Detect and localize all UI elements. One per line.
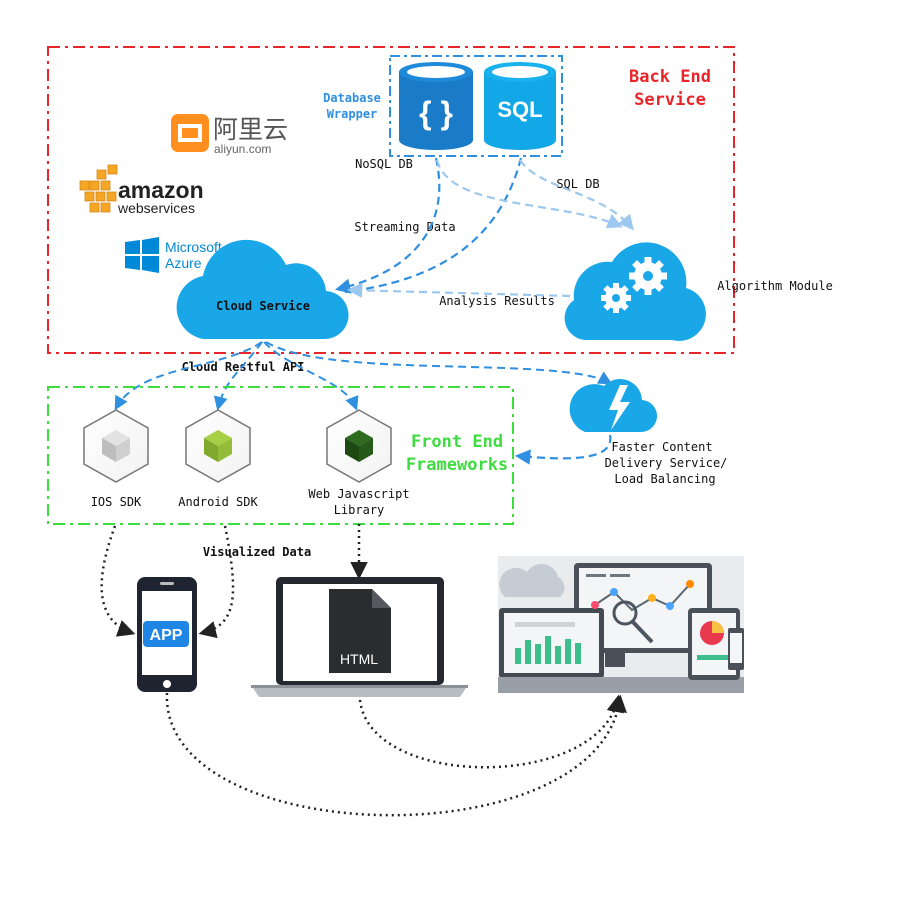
laptop-icon: HTML [251,577,468,697]
database-wrapper-label-line2: Wrapper [327,107,378,121]
arrow-phone-to-dashboard [165,692,627,817]
sql-db-label: SQL DB [556,177,599,191]
azure-wordmark: Azure [165,255,202,271]
frontend-title-line2: Frameworks [406,455,508,475]
arrow-nosql-to-cloud [334,157,441,294]
nosql-braces: { } [419,95,453,131]
arrow-analysis-results [346,282,571,299]
sql-db-icon: SQL [484,62,556,150]
database-wrapper-boundary [389,55,563,157]
app-label: APP [150,627,183,644]
aliyun-logo: 阿里云 aliyun.com [171,114,288,156]
algorithm-module-icon [564,242,706,341]
algorithm-module-label: Algorithm Module [717,279,833,293]
arrow-cdn-to-frontend [514,434,612,465]
arrow-api-to-cdn [265,341,613,385]
arrow-api-to-android [213,341,263,411]
arrow-api-to-web [263,341,359,411]
backend-title-line1: Back End [629,67,711,87]
database-wrapper-label-line1: Database [323,91,381,105]
visualized-data-label: Visualized Data [203,545,311,559]
analysis-results-label: Analysis Results [439,294,555,308]
amazon-web-services-logo: amazon webservices [79,164,204,216]
cloud-service-icon: Cloud Service [176,239,349,340]
web-javascript-library-icon [326,409,392,483]
mobile-phone-icon: APP [137,577,197,692]
cdn-label-line1: Faster Content [611,440,712,454]
android-sdk-icon [185,409,251,483]
android-sdk-label: Android SDK [178,495,258,509]
backend-title-line2: Service [634,90,706,110]
gear-icon [601,283,631,313]
web-library-label-line2: Library [334,503,385,517]
web-library-label-line1: Web Javascript [308,487,409,501]
dashboard-devices-illustration [498,556,744,693]
arrow-sql-to-cloud [344,157,523,294]
html-file-label: HTML [340,651,378,667]
app-icon[interactable] [143,621,189,647]
frontend-title-line1: Front End [411,432,503,452]
arrow-sql-to-algorithm [519,159,634,231]
streaming-data-label: Streaming Data [354,220,455,234]
backend-boundary [47,46,735,354]
microsoft-azure-logo: Microsoft Azure [125,237,222,273]
ios-sdk-label: IOS SDK [91,495,142,509]
cdn-label-line3: Load Balancing [614,472,715,486]
arrow-api-to-ios [114,341,263,411]
arrow-ios-to-phone [100,525,136,637]
aliyun-domain: aliyun.com [214,142,271,156]
cdn-cloud-icon [569,379,658,433]
frontend-boundary [47,386,514,525]
webservices-wordmark: webservices [117,200,195,216]
arrow-android-to-phone [198,525,235,639]
arrow-laptop-to-dashboard [358,694,624,769]
gear-icon [629,257,667,295]
aliyun-chinese-name: 阿里云 [213,116,288,144]
sql-text: SQL [497,97,542,122]
arrow-nosql-to-algorithm [435,159,623,229]
cdn-label-line2: Delivery Service/ [605,456,728,470]
microsoft-wordmark: Microsoft [165,239,222,255]
cloud-service-label: Cloud Service [216,299,310,313]
nosql-db-icon: { } [399,62,473,150]
amazon-wordmark: amazon [118,177,204,203]
nosql-db-label: NoSQL DB [355,157,413,171]
ios-sdk-icon [83,409,149,483]
